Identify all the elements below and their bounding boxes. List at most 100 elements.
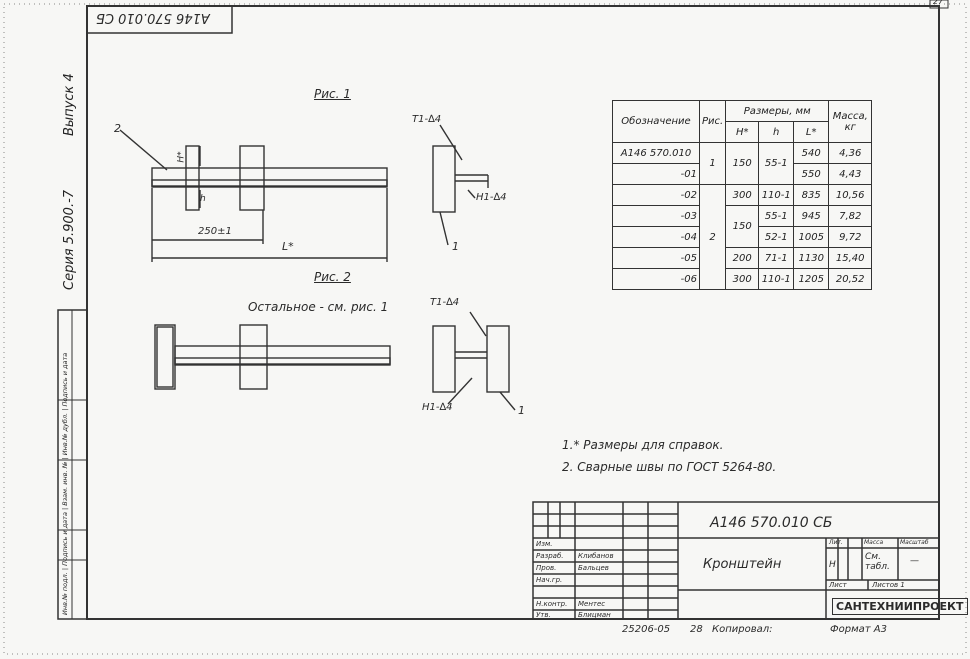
dim-250-label: 250±1	[198, 226, 232, 237]
note-1: 1.* Размеры для справок.	[562, 438, 724, 452]
cell-L: 1005	[793, 226, 830, 248]
role-utv: Утв.	[536, 611, 551, 619]
position-1-label-b: 1	[518, 404, 525, 417]
cell-mass: 20,52	[828, 268, 873, 290]
role-razrab: Разраб.	[536, 552, 564, 560]
archive-number: 25206-05	[622, 624, 671, 635]
lit-value: Н	[829, 560, 836, 570]
figure-1-side-view	[432, 124, 489, 246]
cell-h: 110-1	[758, 268, 795, 290]
organization: САНТЕХНИИПРОЕКТ	[832, 598, 968, 615]
cell-mass: 4,43	[828, 163, 873, 185]
cell-designation: -03	[612, 205, 700, 227]
scale-header: Масштаб	[900, 539, 929, 546]
cell-H: 200	[725, 247, 760, 269]
cell-designation: -01	[612, 163, 700, 185]
header-L: L*	[793, 121, 830, 143]
cell-mass: 10,56	[828, 184, 873, 206]
cell-L: 945	[793, 205, 830, 227]
cell-H: 150	[725, 142, 760, 185]
table-row: -02 2 300 110-1 835 10,56	[612, 184, 873, 290]
cell-L: 1205	[793, 268, 830, 290]
weld-h1-label-b: Н1-∆4	[422, 402, 453, 413]
cell-designation: -02	[612, 184, 700, 206]
fig2-caption: Рис. 2	[314, 270, 351, 284]
weld-t1-label-a: Т1-∆4	[412, 114, 442, 125]
cell-fig: 1	[698, 142, 727, 185]
table-row: -06 300 110-1 1205 20,52	[612, 268, 873, 290]
dim-L-label: L*	[282, 240, 294, 253]
cell-h: 55-1	[758, 205, 795, 227]
copied-label: Копировал:	[712, 624, 773, 635]
table-row: -03 150 55-1 945 7,82	[612, 205, 873, 248]
cell-designation: -06	[612, 268, 700, 290]
note-2: 2. Сварные швы по ГОСТ 5264-80.	[562, 460, 777, 474]
mass-value: См. табл.	[865, 552, 890, 572]
table-row: -01 550 4,43	[612, 163, 873, 185]
cell-designation: А146 570.010	[612, 142, 700, 164]
dim-h-label: h	[200, 194, 206, 204]
cell-L: 1130	[793, 247, 830, 269]
fig1-caption: Рис. 1	[314, 87, 351, 101]
header-sizes: Размеры, мм	[725, 100, 830, 122]
cell-H: 150	[725, 205, 760, 248]
format-label: Формат А3	[830, 624, 887, 635]
top-stamp: А146 570.010 СБ	[96, 10, 210, 25]
header-mass: Масса, кг	[828, 100, 873, 143]
specification-table: Обозначение Рис. Размеры, мм Масса, кг Н…	[612, 100, 873, 290]
header-h: h	[758, 121, 795, 143]
sheet-corner-number: 27	[933, 0, 944, 6]
cell-L: 835	[793, 184, 830, 206]
sheets-count: Листов 1	[872, 581, 905, 589]
cell-mass: 9,72	[828, 226, 873, 248]
cell-L: 550	[793, 163, 830, 185]
cell-h: 55-1	[758, 142, 795, 185]
name-razrab: Клибанов	[578, 552, 614, 560]
role-nkontr: Н.контр.	[536, 600, 568, 608]
drawing-name: Кронштейн	[703, 557, 782, 572]
cell-h: 110-1	[758, 184, 795, 206]
weld-t1-label-b: Т1-∆4	[430, 297, 460, 308]
header-H: Н*	[725, 121, 760, 143]
figure-2-drawing	[154, 324, 391, 390]
table-row: -04 52-1 1005 9,72	[612, 226, 873, 248]
cell-h: 71-1	[758, 247, 795, 269]
cell-h: 52-1	[758, 226, 795, 248]
figure-2-side-view	[432, 311, 516, 411]
sheet-label: Лист	[829, 581, 847, 589]
position-2-label: 2	[114, 122, 121, 135]
dim-H-label: Н*	[176, 151, 187, 163]
header-fig: Рис.	[698, 100, 727, 143]
header-designation: Обозначение	[612, 100, 700, 143]
lit-header: Лит.	[829, 539, 843, 546]
name-utv: Блицман	[578, 611, 611, 619]
title-block-frame	[532, 501, 940, 620]
position-1-label-a: 1	[452, 240, 459, 253]
cell-mass: 4,36	[828, 142, 873, 164]
cell-designation: -05	[612, 247, 700, 269]
cell-H: 300	[725, 184, 760, 206]
issue-label: Выпуск 4	[62, 73, 77, 136]
scale-value: —	[910, 556, 919, 566]
figure-1-drawing	[119, 129, 388, 262]
cell-fig: 2	[698, 184, 727, 290]
name-nkontr: Ментес	[578, 600, 606, 608]
table-row: -05 200 71-1 1130 15,40	[612, 247, 873, 269]
role-prov: Пров.	[536, 564, 557, 572]
name-prov: Бальцев	[578, 564, 609, 572]
series-label: Серия 5.900.-7	[62, 189, 77, 290]
page-number: 28	[690, 624, 703, 635]
cell-mass: 15,40	[828, 247, 873, 269]
mass-header: Масса	[864, 539, 884, 546]
role-nachgr: Нач.гр.	[536, 576, 563, 584]
fig2-note: Остальное - см. рис. 1	[248, 300, 389, 314]
drawing-code: А146 570.010 СБ	[710, 515, 833, 531]
cell-designation: -04	[612, 226, 700, 248]
cell-L: 540	[793, 142, 830, 164]
cell-H: 300	[725, 268, 760, 290]
cell-mass: 7,82	[828, 205, 873, 227]
table-row: А146 570.010 1 150 55-1 540 4,36	[612, 142, 873, 185]
role-izm: Изм.	[536, 540, 553, 548]
weld-h1-label-a: Н1-∆4	[476, 192, 507, 203]
